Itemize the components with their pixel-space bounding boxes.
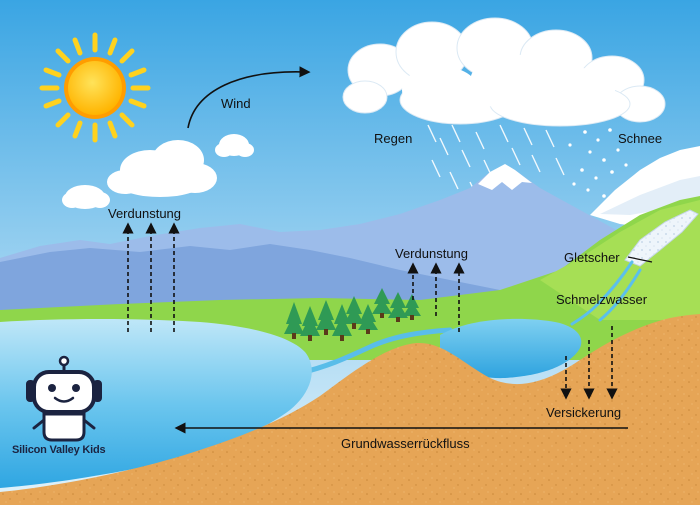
meltwater-streams [570, 260, 642, 326]
forest-trees [284, 288, 421, 341]
label-glacier: Gletscher [564, 250, 620, 265]
snow-flakes [568, 128, 628, 198]
wind-arrow [187, 66, 311, 129]
label-meltwater: Schmelzwasser [556, 292, 648, 307]
sea [0, 319, 312, 488]
label-rain: Regen [374, 131, 413, 146]
snow-peak [478, 164, 532, 190]
label-infiltration: Versickerung [546, 405, 622, 420]
river [297, 327, 453, 376]
sun-icon [39, 32, 151, 143]
label-wind: Wind [221, 96, 251, 111]
soil-ground [0, 314, 700, 505]
label-groundwater-flow: Grundwasserrückfluss [341, 436, 470, 451]
rain-cloud [342, 17, 666, 127]
cloud-tiny [215, 134, 254, 157]
robot-mascot-icon [26, 355, 102, 442]
cloud-small-left [62, 185, 110, 209]
green-hills [0, 196, 700, 360]
label-evaporation-sea: Verdunstung [108, 206, 182, 221]
glacier-pointer [627, 256, 653, 263]
cloud-center [107, 140, 217, 197]
logo-text: Silicon Valley Kids [12, 444, 106, 456]
process-arrows [122, 66, 653, 434]
label-snow: Schnee [618, 131, 663, 146]
lake [440, 318, 582, 379]
label-evaporation-lake: Verdunstung [395, 246, 469, 261]
